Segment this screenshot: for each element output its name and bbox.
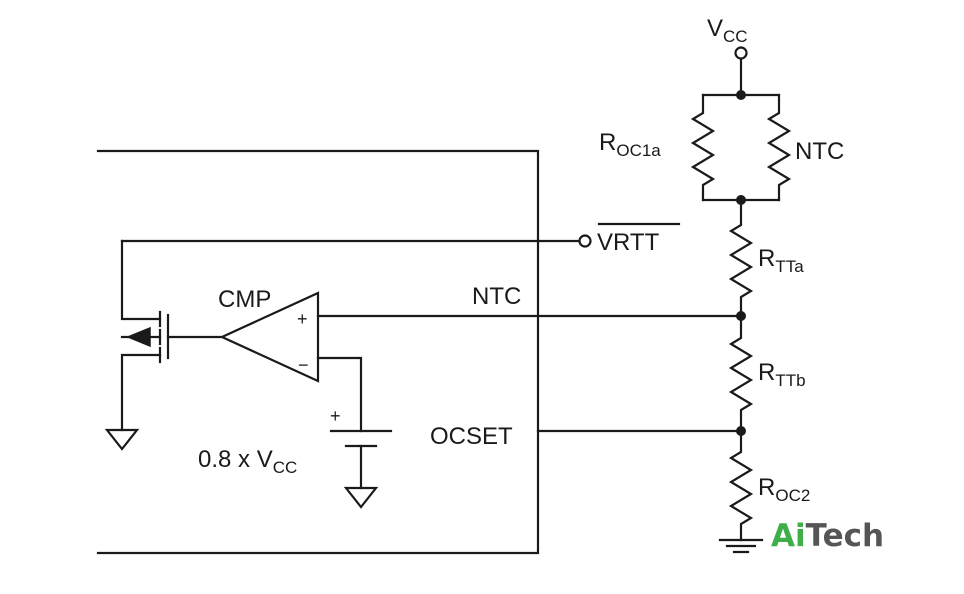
junction-dot bbox=[736, 426, 746, 436]
ground-symbol bbox=[718, 538, 764, 554]
ground-triangle bbox=[104, 428, 140, 451]
aitech-watermark: AiTech bbox=[771, 518, 884, 554]
reference-label: 0.8 x VCC bbox=[198, 446, 297, 477]
roc2-label: ROC2 bbox=[758, 474, 810, 505]
minus-input-label: − bbox=[298, 355, 309, 375]
minus-input-wire bbox=[316, 356, 363, 433]
ocset-label: OCSET bbox=[430, 423, 513, 450]
comparator bbox=[219, 291, 320, 383]
vrtt-terminal bbox=[578, 234, 592, 248]
rttb-resistor bbox=[728, 314, 754, 433]
ntc-resistor-label: NTC bbox=[795, 138, 844, 165]
vcc-label: VCC bbox=[707, 15, 748, 46]
roc2-resistor bbox=[728, 429, 754, 542]
vcc-terminal bbox=[734, 46, 748, 60]
rttb-label: RTTb bbox=[758, 359, 806, 390]
roc1a-resistor bbox=[690, 93, 716, 202]
battery-plus-label: + bbox=[330, 406, 341, 426]
rtta-label: RTTa bbox=[758, 245, 804, 276]
ntc-resistor bbox=[766, 93, 792, 202]
ic-boundary bbox=[96, 149, 540, 555]
plus-input-label: + bbox=[297, 309, 308, 329]
reference-battery bbox=[329, 429, 393, 490]
junction-dot bbox=[736, 311, 746, 321]
ground-triangle bbox=[343, 486, 379, 509]
cmp-label: CMP bbox=[218, 286, 271, 313]
junction-dot bbox=[736, 90, 746, 100]
vrtt-label: VRTT bbox=[597, 229, 660, 256]
ntc-pin-label: NTC bbox=[472, 283, 521, 310]
mosfet bbox=[120, 239, 170, 432]
rtta-resistor bbox=[728, 198, 754, 318]
roc1a-label: ROC1a bbox=[599, 129, 661, 160]
